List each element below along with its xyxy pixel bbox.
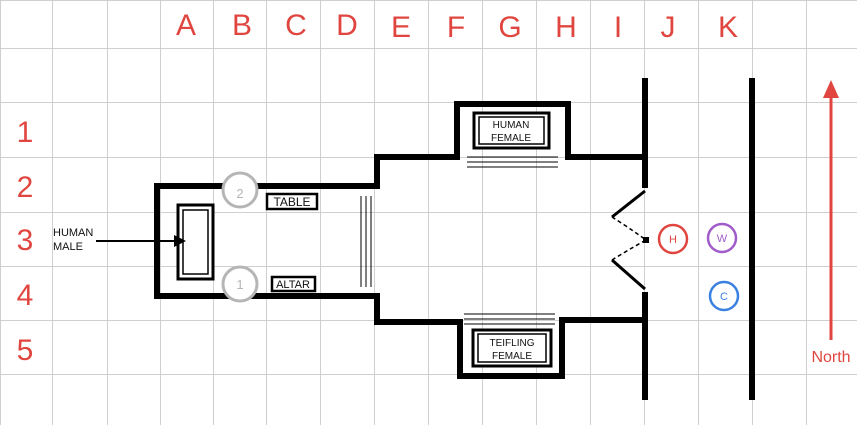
row-label-2: 2 bbox=[17, 171, 34, 204]
teifling-female-slab bbox=[471, 328, 553, 368]
row-label-5: 5 bbox=[17, 334, 34, 367]
column-label-b: B bbox=[232, 9, 252, 42]
table-label: TABLE bbox=[273, 195, 310, 209]
token-w[interactable]: W bbox=[706, 222, 738, 254]
door-swing-lower bbox=[611, 239, 647, 261]
human-female-label-line1: HUMAN bbox=[493, 120, 530, 131]
column-label-c: C bbox=[285, 9, 307, 42]
arrow-icon bbox=[96, 235, 186, 247]
row-label-4: 4 bbox=[17, 279, 34, 312]
door-lock bbox=[643, 237, 649, 243]
column-label-j: J bbox=[661, 11, 676, 44]
row-labels: 1 2 3 4 5 bbox=[17, 116, 34, 367]
token-h-label: H bbox=[669, 234, 677, 246]
north-label: North bbox=[811, 349, 850, 366]
marker-2-label: 2 bbox=[236, 186, 243, 201]
column-label-f: F bbox=[447, 11, 465, 44]
human-female-slab bbox=[472, 111, 551, 150]
column-labels: A B C D E F G H I J K bbox=[176, 9, 738, 44]
row-label-1: 1 bbox=[17, 116, 34, 149]
door-leaf-upper bbox=[611, 189, 646, 219]
token-h[interactable]: H bbox=[657, 223, 689, 255]
human-female-label-line2: FEMALE bbox=[491, 133, 531, 144]
marker-1[interactable]: 1 bbox=[221, 265, 259, 303]
table: TABLE bbox=[265, 192, 319, 211]
altar: ALTAR bbox=[270, 275, 317, 293]
north-alcove-steps bbox=[467, 156, 558, 168]
column-label-i: I bbox=[614, 11, 622, 44]
marker-2[interactable]: 2 bbox=[221, 171, 259, 209]
token-c[interactable]: C bbox=[708, 280, 740, 312]
double-door bbox=[611, 189, 649, 291]
south-alcove-steps bbox=[464, 313, 555, 325]
column-label-h: H bbox=[555, 11, 577, 44]
column-label-e: E bbox=[391, 11, 411, 44]
column-label-a: A bbox=[176, 9, 196, 42]
door-leaf-lower bbox=[611, 258, 646, 291]
column-label-k: K bbox=[718, 11, 738, 44]
marker-1-label: 1 bbox=[236, 277, 243, 292]
human-male-label-line1: HUMAN bbox=[53, 227, 93, 239]
door-swing-upper bbox=[611, 216, 647, 241]
row-label-3: 3 bbox=[17, 224, 34, 257]
north-wall bbox=[157, 101, 645, 189]
column-label-d: D bbox=[336, 9, 358, 42]
token-w-label: W bbox=[717, 233, 728, 245]
teifling-female-label-line1: TEIFLING bbox=[489, 338, 534, 349]
south-wall bbox=[157, 293, 645, 379]
altar-label: ALTAR bbox=[276, 279, 310, 291]
north-arrow-icon bbox=[823, 80, 839, 340]
west-steps bbox=[360, 196, 372, 287]
human-male-label-line2: MALE bbox=[53, 241, 83, 253]
column-label-g: G bbox=[498, 11, 521, 44]
teifling-female-label-line2: FEMALE bbox=[492, 351, 532, 362]
token-c-label: C bbox=[720, 291, 728, 303]
